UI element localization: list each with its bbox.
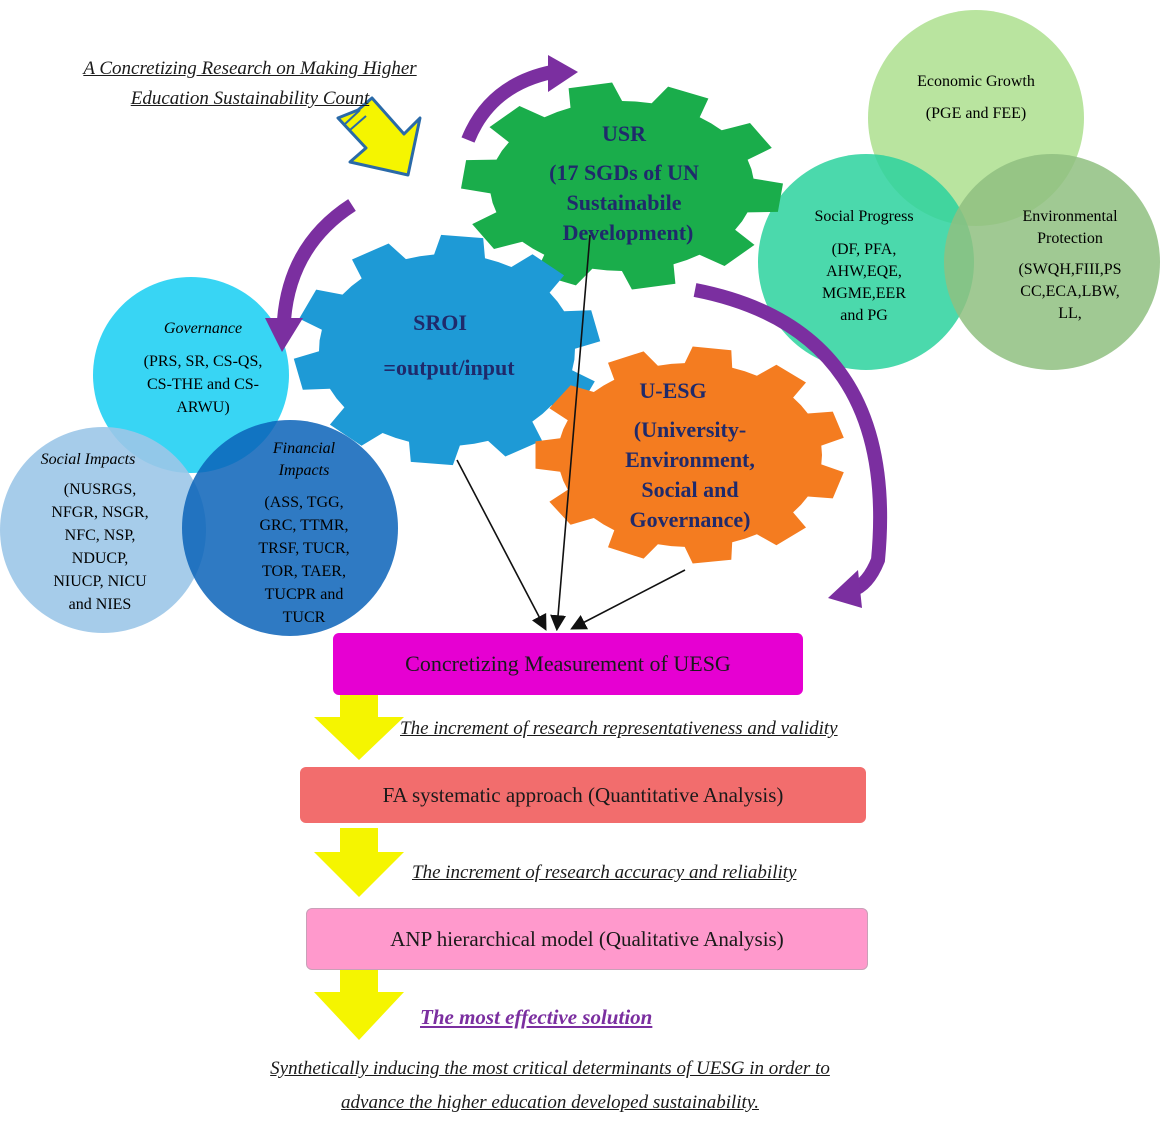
financial-l3: TRSF, TUCR, <box>258 540 349 557</box>
note-accuracy: The increment of research accuracy and r… <box>412 862 797 883</box>
governance-l1: (PRS, SR, CS-QS, <box>144 353 263 370</box>
social-impacts-l2: NFGR, NSGR, <box>51 504 148 521</box>
sroi-label: SROI <box>413 310 467 335</box>
governance-circle <box>93 277 289 473</box>
anp-model-label: ANP hierarchical model (Qualitative Anal… <box>390 926 784 951</box>
usr-l3: Development) <box>563 220 694 245</box>
social-impacts-l5: NIUCP, NICU <box>53 573 147 590</box>
environmental-protection-circle <box>944 154 1160 370</box>
input-arrows <box>456 234 686 632</box>
title-arrow-icon <box>336 96 422 177</box>
yellow-down-arrow-2 <box>314 828 404 897</box>
purple-arrowhead-left <box>265 318 303 352</box>
purple-arrows <box>277 65 888 597</box>
financial-title1: Financial <box>272 440 336 457</box>
purple-arrow-left <box>277 199 356 321</box>
title-line-1: A Concretizing Research on Making Higher <box>83 58 417 79</box>
social-progress-circle <box>758 154 974 370</box>
governance-l3: ARWU) <box>176 399 229 416</box>
arrow-from-uesg <box>570 569 686 630</box>
social-progress-l2: AHW,EQE, <box>826 263 902 280</box>
uesg-label: U-ESG <box>639 378 706 403</box>
env-l2: CC,ECA,LBW, <box>1020 283 1119 300</box>
social-impacts-circle <box>0 427 206 633</box>
concretizing-measurement-label: Concretizing Measurement of UESG <box>405 651 731 676</box>
uesg-l2: Environment, <box>625 447 755 472</box>
social-progress-title: Social Progress <box>814 208 913 225</box>
conclusion-line-2: advance the higher education developed s… <box>341 1092 759 1113</box>
social-progress-l4: and PG <box>840 307 888 324</box>
anp-model-box[interactable]: ANP hierarchical model (Qualitative Anal… <box>306 908 868 970</box>
yellow-down-arrow-1 <box>314 693 404 760</box>
social-progress-l1: (DF, PFA, <box>832 241 897 258</box>
financial-title2: Impacts <box>278 462 330 479</box>
economic-title: Economic Growth <box>917 73 1035 90</box>
env-title2: Protection <box>1037 230 1103 247</box>
financial-l1: (ASS, TGG, <box>264 494 343 511</box>
arrow-from-usr <box>550 234 591 632</box>
usr-label: USR <box>602 121 647 146</box>
governance-title: Governance <box>164 320 242 337</box>
financial-l6: TUCR <box>283 609 326 626</box>
env-l3: LL, <box>1058 305 1082 322</box>
usr-gear <box>461 82 783 290</box>
purple-arrow-right <box>693 283 888 597</box>
arrow-from-sroi <box>456 459 547 631</box>
social-impacts-l1: (NUSRGS, <box>64 481 136 498</box>
social-impacts-l4: NDUCP, <box>72 550 128 567</box>
left-venn: Governance (PRS, SR, CS-QS, CS-THE and C… <box>0 277 398 636</box>
fa-approach-label: FA systematic approach (Quantitative Ana… <box>382 782 784 807</box>
title-line-2: Education Sustainability Count <box>130 88 370 109</box>
uesg-l3: Social and <box>641 477 738 502</box>
sroi-formula: =output/input <box>383 355 515 380</box>
uesg-l4: Governance) <box>630 507 751 532</box>
uesg-gear <box>535 346 844 564</box>
env-title1: Environmental <box>1022 208 1118 225</box>
usr-l1: (17 SGDs of UN <box>549 160 699 185</box>
concretizing-measurement-box[interactable]: Concretizing Measurement of UESG <box>333 633 803 695</box>
conclusion-line-1: Synthetically inducing the most critical… <box>270 1058 830 1079</box>
usr-l2: Sustainabile <box>567 190 682 215</box>
social-impacts-title: Social Impacts <box>41 451 136 468</box>
note-effective-solution: The most effective solution <box>420 1005 653 1029</box>
fa-approach-box[interactable]: FA systematic approach (Quantitative Ana… <box>300 767 866 823</box>
financial-l4: TOR, TAER, <box>262 563 346 580</box>
financial-impacts-circle <box>182 420 398 636</box>
sroi-gear <box>293 234 601 466</box>
uesg-l1: (University- <box>634 417 746 442</box>
env-l1: (SWQH,FIII,PS <box>1018 261 1121 278</box>
purple-arrowhead-top <box>548 55 578 92</box>
purple-arrowhead-right <box>828 570 862 608</box>
social-impacts-l3: NFC, NSP, <box>65 527 136 544</box>
social-progress-l3: MGME,EER <box>822 285 906 302</box>
governance-l2: CS-THE and CS- <box>147 376 259 393</box>
right-venn: Economic Growth (PGE and FEE) Social Pro… <box>758 10 1160 370</box>
financial-l2: GRC, TTMR, <box>259 517 348 534</box>
yellow-down-arrow-3 <box>314 968 404 1040</box>
purple-arrow-top <box>461 65 554 143</box>
financial-l5: TUCPR and <box>265 586 344 603</box>
social-impacts-l6: and NIES <box>69 596 132 613</box>
note-representativeness: The increment of research representative… <box>400 718 838 739</box>
economic-body: (PGE and FEE) <box>926 105 1026 122</box>
